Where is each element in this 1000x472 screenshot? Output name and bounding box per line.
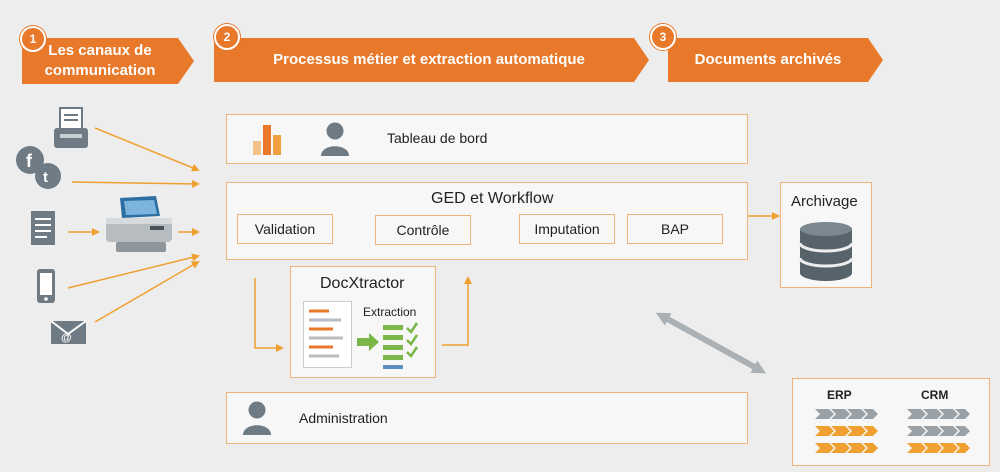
erp-label: ERP	[827, 388, 852, 402]
bar-chart-icon	[253, 125, 281, 155]
channel-arrow-fax	[94, 127, 200, 172]
step-2-number: 2	[214, 24, 240, 50]
fax-icon	[54, 107, 88, 148]
source-document-icon	[303, 301, 352, 368]
step-2-banner: Processus métier et extraction automatiq…	[214, 38, 649, 82]
user-icon	[321, 122, 349, 156]
erp-data-flow-icon	[815, 409, 878, 453]
step-1-label: Les canaux de communication	[44, 42, 156, 79]
administration-label: Administration	[299, 410, 388, 426]
extraction-label: Extraction	[363, 305, 417, 319]
crm-gray-row-2	[907, 426, 970, 436]
archive-panel: Archivage	[780, 182, 872, 288]
admin-user-icon	[243, 401, 271, 435]
step-1-banner: Les canaux de communication	[22, 38, 194, 84]
archive-label: Archivage	[791, 193, 858, 210]
erp-orange-row-2	[815, 443, 878, 453]
channel-arrow-social	[71, 179, 200, 188]
task-validation: Validation	[237, 214, 333, 244]
from-extractor-arrow	[442, 276, 472, 346]
systems-panel: ERP CRM	[792, 378, 990, 466]
dashboard-panel: Tableau de bord	[226, 114, 748, 164]
step-3-label: Documents archivés	[694, 51, 842, 68]
document-icon	[31, 211, 55, 245]
step-2-label: Processus métier et extraction automatiq…	[273, 51, 585, 68]
crm-orange-row	[907, 443, 970, 453]
social-media-icon: f t	[16, 146, 61, 189]
step-3-number: 3	[650, 24, 676, 50]
crm-data-flow-icon	[907, 409, 970, 453]
crm-label: CRM	[921, 388, 949, 402]
extractor-panel: DocXtractor Extraction	[290, 266, 436, 378]
extraction-arrow-icon	[357, 333, 379, 351]
crm-gray-row-1	[907, 409, 970, 419]
scanner-icon	[106, 196, 172, 252]
workflow-title: GED et Workflow	[431, 190, 554, 207]
systems-link-arrow	[655, 312, 767, 374]
task-imputation: Imputation	[519, 214, 615, 244]
erp-gray-row	[815, 409, 878, 419]
extracted-fields-icon	[383, 322, 419, 369]
channel-arrow-email	[94, 260, 200, 323]
step-1-number: 1	[20, 26, 46, 52]
smartphone-icon	[37, 269, 55, 303]
workflow-panel: GED et Workflow Validation Contrôle Impu…	[226, 182, 748, 260]
database-icon	[798, 222, 854, 281]
task-controle: Contrôle	[375, 215, 471, 245]
svg-text:f: f	[26, 151, 33, 171]
task-bap: BAP	[627, 214, 723, 244]
svg-text:t: t	[43, 169, 48, 186]
step-3-banner: Documents archivés	[668, 38, 883, 82]
dashboard-label: Tableau de bord	[387, 130, 488, 146]
channel-arrow-phone	[67, 253, 200, 289]
email-icon: @	[50, 320, 87, 344]
administration-panel: Administration	[226, 392, 748, 444]
extractor-title: DocXtractor	[320, 275, 405, 292]
to-extractor-arrow	[254, 278, 284, 352]
erp-orange-row-1	[815, 426, 878, 436]
svg-text:@: @	[61, 332, 72, 344]
